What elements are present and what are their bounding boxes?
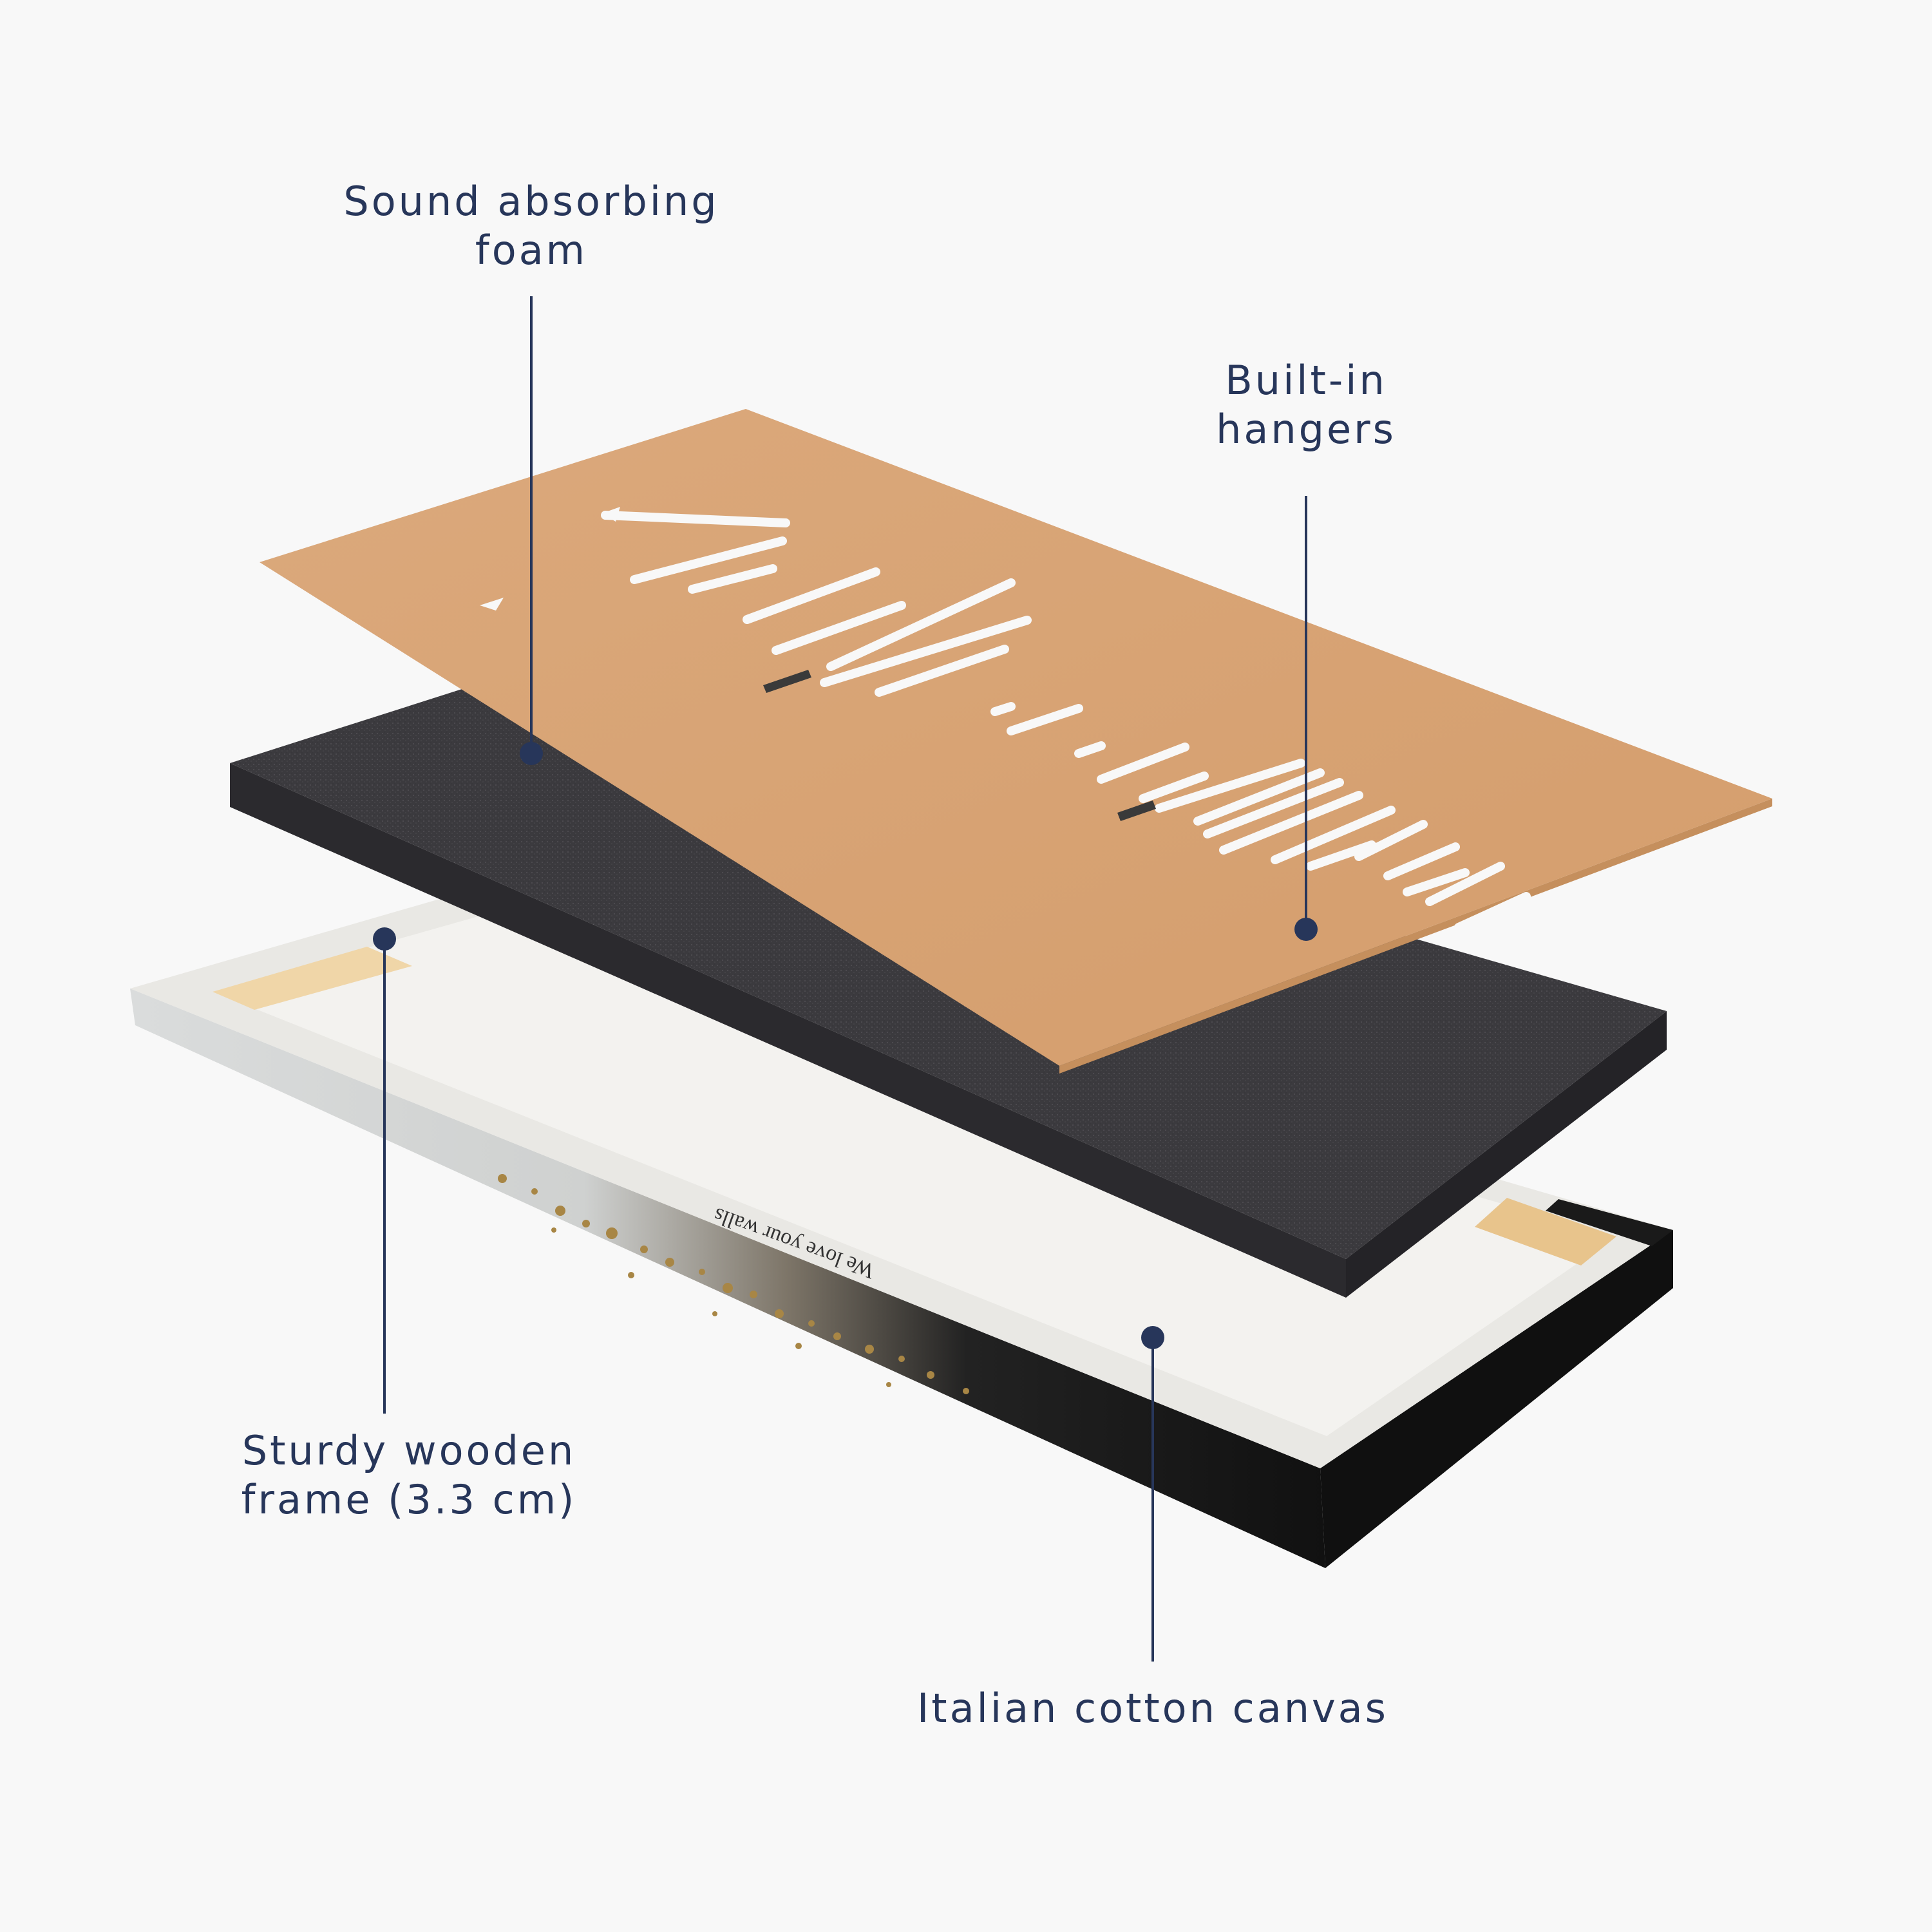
canvas-frame-layer: We love your walls: [130, 886, 1673, 1568]
hangers-marker-dot: [1294, 918, 1318, 941]
hangers-label-line2: hangers: [1216, 406, 1396, 453]
hanger-slot-mid-triangle: [480, 598, 504, 611]
wood-stretcher-left: [213, 947, 412, 1010]
canvas-label-line1: Italian cotton canvas: [917, 1685, 1388, 1732]
frame-inner-dark-edge: [1546, 1199, 1673, 1246]
frame-label: Sturdy wooden frame (3.3 cm): [216, 1426, 602, 1524]
canvas-marker-dot: [1141, 1326, 1164, 1349]
frame-right-side: [1320, 1230, 1673, 1568]
hangers-label: Built-in hangers: [1177, 356, 1435, 454]
wood-stretcher-right: [1475, 1198, 1616, 1265]
hardboard-layer: [260, 409, 1772, 1074]
hanger-slot-left-triangle: [602, 507, 620, 522]
foam-marker-dot: [520, 742, 543, 765]
callout-markers: [383, 296, 1307, 1662]
frame-label-line2: frame (3.3 cm): [241, 1476, 577, 1523]
canvas-label: Italian cotton canvas: [895, 1684, 1410, 1733]
foam-label-line2: foam: [475, 227, 588, 274]
hangers-label-line1: Built-in: [1225, 357, 1387, 404]
foam-label: Sound absorbing foam: [338, 177, 724, 275]
hardboard-top: [260, 409, 1772, 1066]
hanger-metal-plate-2: [1117, 800, 1156, 821]
hardboard-edge: [1059, 799, 1772, 1074]
canvas-back: [213, 913, 1616, 1436]
foam-front-side: [230, 763, 1346, 1298]
foam-right-side: [1346, 1011, 1667, 1298]
gold-fleck-texture: [498, 1174, 969, 1394]
frame-marker-dot: [373, 927, 396, 951]
frame-front-side: [130, 989, 1325, 1568]
frame-label-line1: Sturdy wooden: [242, 1427, 576, 1474]
foam-label-line1: Sound absorbing: [343, 178, 719, 225]
hanger-slots: [601, 511, 1563, 958]
hanger-metal-plate-1: [763, 670, 811, 693]
